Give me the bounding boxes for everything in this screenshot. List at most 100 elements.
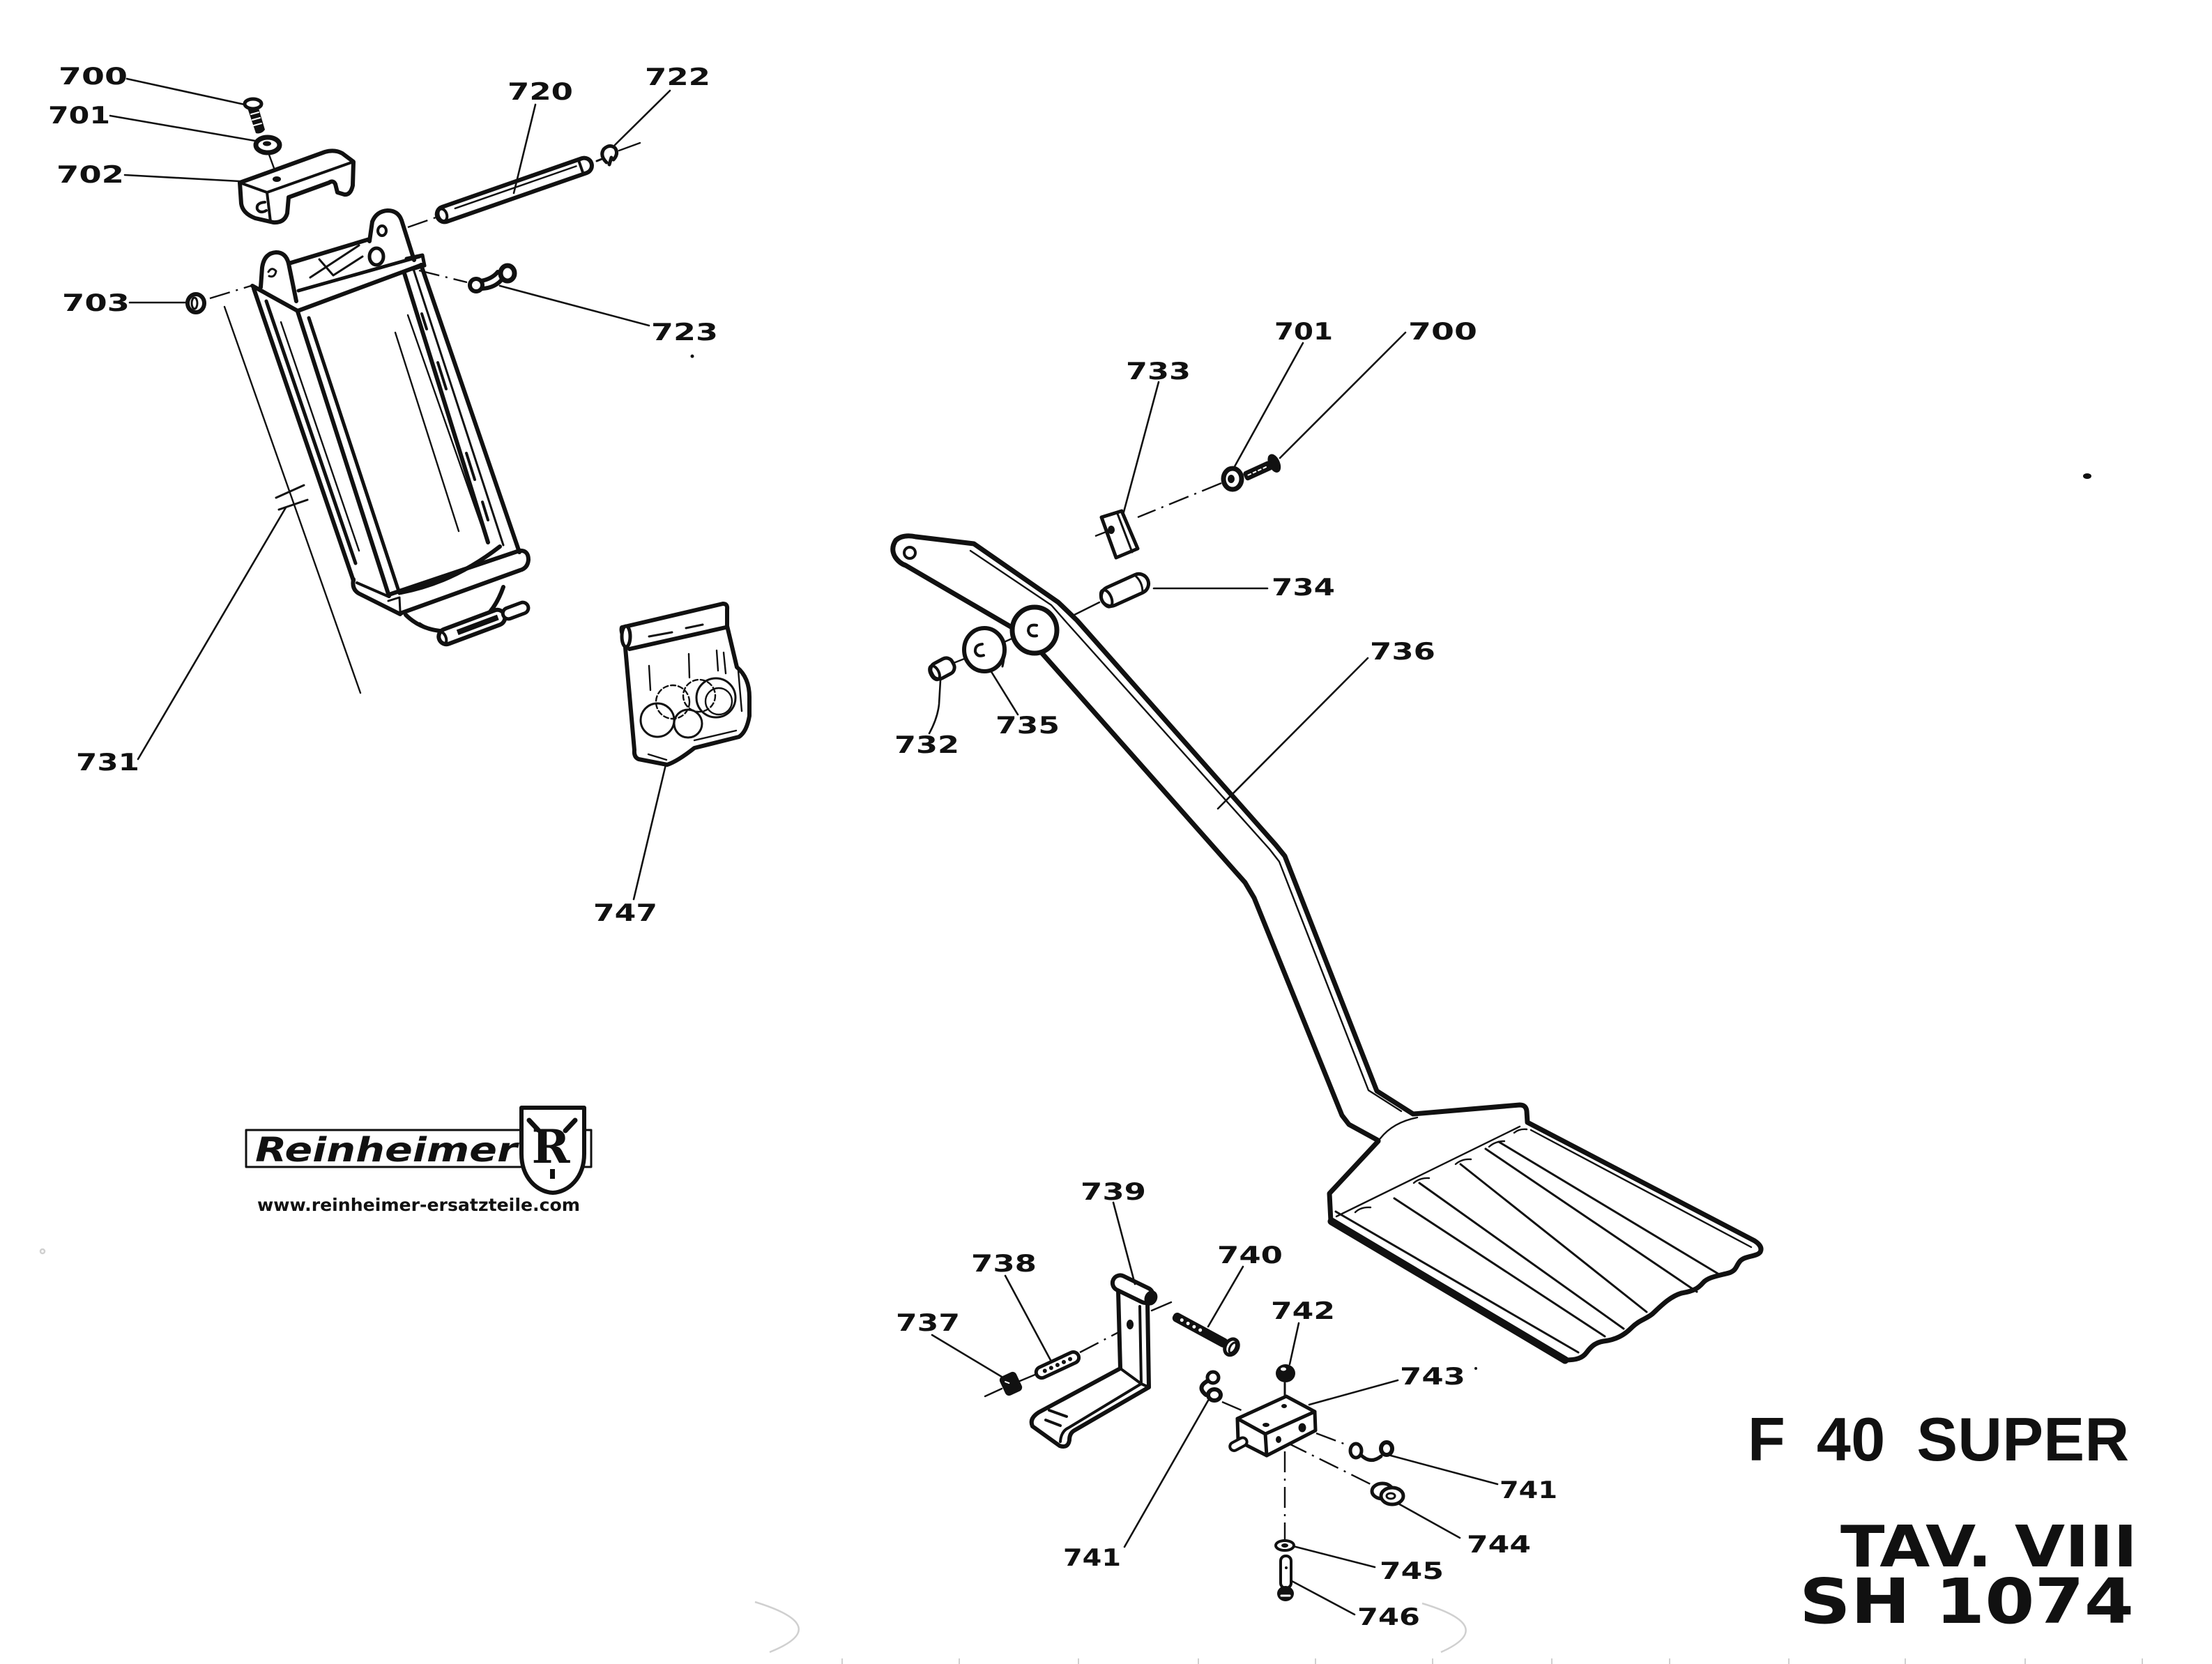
scan-speck (39, 1248, 46, 1255)
part-736-pedal-arm (890, 533, 1764, 1364)
scale-ticks (841, 1658, 2143, 1664)
leader-lines (109, 77, 1499, 1616)
break-mark-icon (275, 484, 309, 511)
center-line (1315, 1432, 1348, 1447)
center-line (418, 269, 468, 284)
callout-label: 741 (1500, 1476, 1557, 1504)
bracket-roller (1110, 1273, 1158, 1306)
part-742-ball (1276, 1364, 1295, 1382)
part-741-clip-left (1199, 1370, 1223, 1403)
center-line (984, 1387, 1003, 1398)
part-732-bushing (928, 656, 956, 682)
leader-line-738 (1004, 1274, 1053, 1363)
frame-bottom-rod (436, 600, 531, 647)
frame-axis-line (223, 305, 362, 694)
center-line (209, 284, 252, 300)
callout-label: 745 (1380, 1557, 1444, 1585)
part-745-washer (1274, 1539, 1295, 1552)
callout-label: 731 (76, 749, 139, 777)
leader-line-723 (498, 284, 650, 327)
part-734-pin (1099, 572, 1151, 609)
leader-line-701 (109, 114, 257, 142)
leader-line-741 (1389, 1454, 1499, 1486)
leader-line-746 (1290, 1580, 1356, 1616)
leader-line-745 (1292, 1545, 1376, 1568)
leader-line-739 (1112, 1201, 1136, 1285)
callout-label: 723 (651, 319, 718, 346)
callout-label: 737 (896, 1309, 960, 1337)
callout-label: 744 (1467, 1531, 1531, 1559)
part-702-bracket (238, 148, 356, 225)
leader-line-731 (137, 506, 287, 761)
pedal-arm-assembly (890, 454, 1764, 1364)
part-731-frame (250, 208, 531, 647)
part-723-clip (468, 263, 517, 293)
callout-label: 702 (56, 161, 124, 189)
part-747-seal-kit-bag (619, 602, 752, 767)
callout-label: 700 (59, 63, 128, 91)
callout-label: 738 (971, 1250, 1037, 1278)
scan-artifacts (39, 354, 2143, 1664)
callout-label: 739 (1081, 1178, 1146, 1206)
leader-line-737 (931, 1334, 1003, 1378)
block-pin (1228, 1436, 1249, 1452)
sheet-number: SH 1074 (1799, 1565, 2134, 1638)
part-700-bolt (1243, 454, 1281, 481)
callout-label: 701 (1274, 318, 1333, 346)
logo-frame (245, 1129, 593, 1168)
left-hinge-lug (259, 250, 298, 303)
pivot-boss (1009, 604, 1060, 656)
callout-label: 746 (1357, 1603, 1420, 1631)
leader-line-722 (613, 89, 671, 146)
callout-label: 740 (1217, 1242, 1283, 1269)
plate-number: TAV. VIII (1840, 1514, 2137, 1580)
callout-label: 733 (1126, 358, 1191, 386)
leader-line-747 (632, 763, 667, 901)
leader-line-741 (1123, 1399, 1210, 1548)
punch-hole-shadow (1421, 1602, 1467, 1654)
callout-label: 700 (1408, 318, 1477, 346)
callout-label: 736 (1370, 638, 1435, 666)
callout-label: 741 (1063, 1544, 1121, 1572)
callout-label: 720 (508, 78, 573, 106)
part-703-washer (185, 292, 206, 314)
scan-speck (1474, 1367, 1477, 1370)
leader-line-735 (989, 669, 1019, 716)
part-701-washer (253, 135, 282, 155)
part-746-screw (1277, 1555, 1294, 1601)
leader-line-742 (1288, 1322, 1300, 1366)
callout-labels: 700 701 702 703 720 722 723 731 747 733 … (48, 63, 1557, 1631)
lower-assembly (984, 1273, 1405, 1601)
punch-hole-shadow (754, 1601, 800, 1654)
leader-line-700 (125, 77, 246, 106)
callout-label: 747 (593, 899, 657, 927)
reinheimer-logo: Reinheimer R www.reinheimer-ersatzteile.… (245, 1106, 593, 1215)
part-744-nut (1370, 1481, 1405, 1506)
leader-line-701 (1233, 342, 1304, 469)
part-743-block (1228, 1394, 1318, 1458)
leader-line-736 (1216, 657, 1369, 810)
callout-label: 703 (62, 289, 130, 317)
callout-label: 722 (645, 63, 710, 91)
arm-lower-edge (890, 533, 1381, 1143)
part-739-bracket (1029, 1273, 1158, 1449)
leader-line-700 (1279, 331, 1407, 459)
callout-label: 743 (1400, 1363, 1465, 1391)
part-740-bolt (1172, 1312, 1240, 1357)
callout-label: 701 (48, 102, 110, 130)
pedal-ribs (1393, 1140, 1721, 1338)
scan-speck (2083, 473, 2091, 479)
callout-label: 735 (996, 712, 1060, 740)
center-line (1070, 601, 1101, 618)
leader-line-702 (123, 174, 241, 183)
center-line (618, 142, 641, 152)
leader-line-720 (512, 103, 537, 194)
leader-line-744 (1397, 1502, 1461, 1539)
leader-line-732 (928, 679, 942, 735)
center-line (1221, 1400, 1249, 1414)
title-block: F 40 SUPER TAV. VIII SH 1074 (1748, 1405, 2137, 1638)
leader-line-740 (1207, 1265, 1244, 1328)
upper-left-assembly (185, 97, 752, 767)
leader-line-743 (1308, 1379, 1399, 1406)
